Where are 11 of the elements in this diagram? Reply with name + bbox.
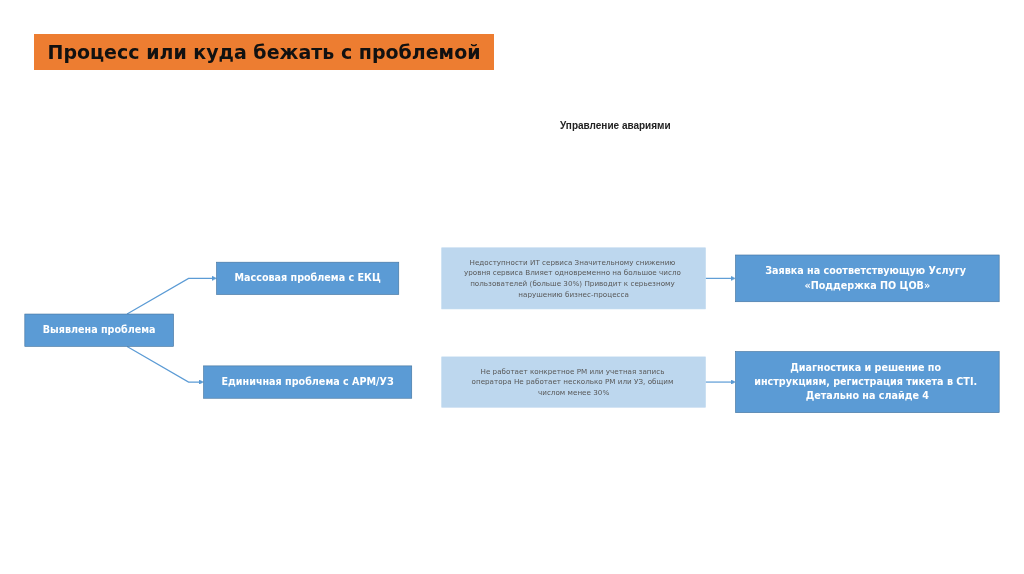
file-label: Управление авариями xyxy=(560,120,671,131)
arrow xyxy=(126,345,204,385)
node-box: Заявка на соответствующую Услугу «Поддержка ПО ЦОВ» xyxy=(735,254,1000,302)
arrow xyxy=(704,379,736,385)
arrow xyxy=(704,275,736,281)
node-box: Диагностика и решение по инструкциям, регистрация тикета в CTI. Детально на слайде 4 xyxy=(735,350,1000,413)
title-banner: Процесс или куда бежать с проблемой xyxy=(34,34,494,70)
node-box: Массовая проблема с ЕКЦ xyxy=(216,261,400,295)
node-box: Единичная проблема с АРМ/УЗ xyxy=(203,365,413,399)
node-box: Выявлена проблема xyxy=(24,313,174,347)
arrow xyxy=(126,275,217,315)
